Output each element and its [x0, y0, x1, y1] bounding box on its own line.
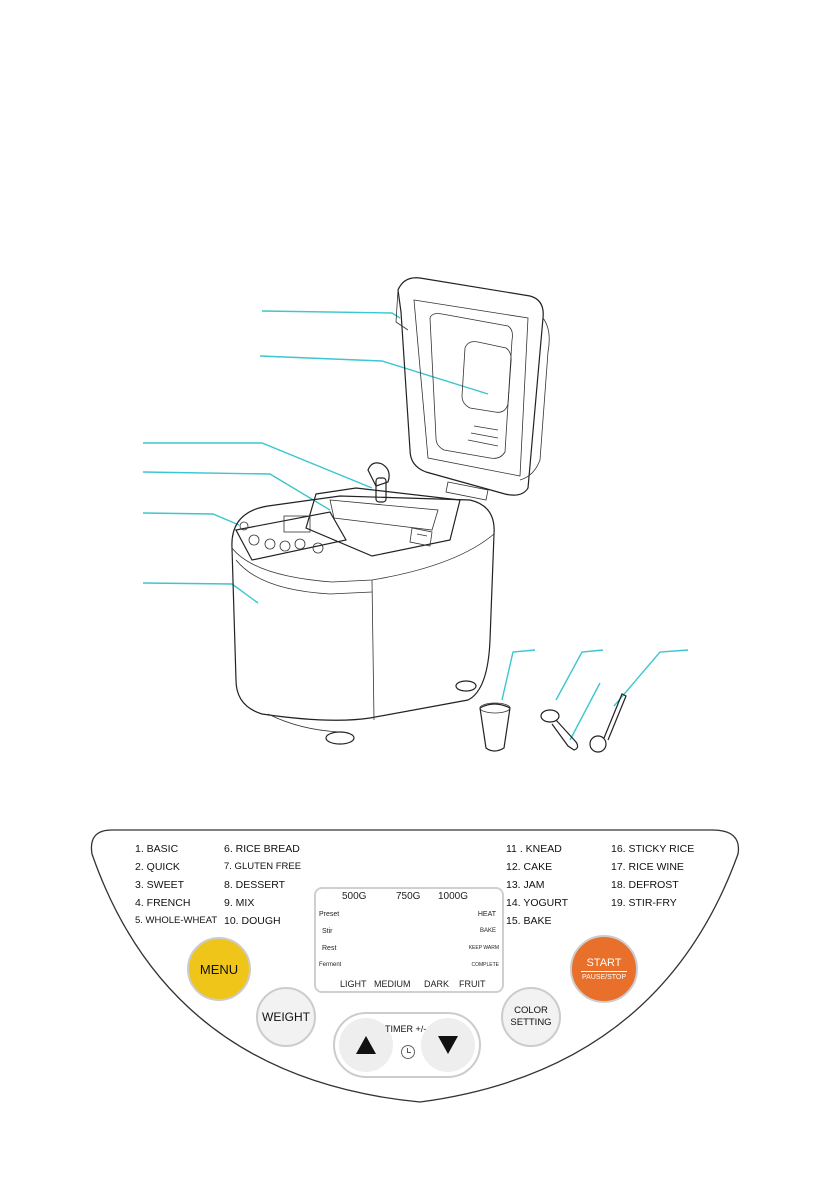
program-list-col1: 1. BASIC 2. QUICK 3. SWEET 4. FRENCH 5. …	[135, 840, 217, 930]
panel-on-machine	[235, 511, 347, 561]
callout-control-panel	[142, 512, 240, 526]
lcd-display: 500G 750G 1000G Preset Stir Rest Ferment…	[314, 887, 504, 993]
setting-label: SETTING	[510, 1017, 552, 1028]
callout-paddle-remover	[613, 649, 689, 707]
program-item: 15. BAKE	[506, 915, 552, 927]
weight-1000: 1000G	[438, 891, 469, 902]
weight-750: 750G	[396, 891, 421, 902]
kneading-paddle	[375, 477, 387, 503]
callout-measuring-spoon	[555, 649, 604, 701]
menu-button[interactable]: MENU	[187, 937, 251, 1001]
measuring-cup	[479, 702, 511, 752]
timer-control: TIMER +/-	[333, 1012, 481, 1078]
weight-label: WEIGHT	[262, 1010, 310, 1024]
crust-medium: MEDIUM	[374, 979, 411, 989]
program-item: 16. STICKY RICE	[611, 843, 695, 855]
start-label: START	[581, 957, 627, 972]
callout-housing	[142, 582, 259, 604]
program-item: 3. SWEET	[135, 879, 185, 891]
status-complete: COMPLETE	[471, 962, 499, 968]
program-item: 8. DESSERT	[224, 879, 286, 891]
status-ferment: Ferment	[319, 962, 342, 968]
control-panel-outline	[90, 829, 740, 1103]
paddle-remover-hook	[589, 693, 627, 753]
program-item: 10. DOUGH	[224, 915, 281, 927]
color-setting-button[interactable]: COLOR SETTING	[501, 987, 561, 1047]
triangle-down-icon	[438, 1036, 458, 1054]
menu-label: MENU	[199, 961, 239, 977]
color-label: COLOR	[514, 1005, 548, 1016]
program-item: 17. RICE WINE	[611, 861, 684, 873]
program-item: 13. JAM	[506, 879, 545, 891]
program-list-col3: 11 . KNEAD 12. CAKE 13. JAM 14. YOGURT 1…	[506, 840, 568, 930]
callout-hook	[569, 682, 601, 741]
bread-maker-illustration	[142, 277, 689, 753]
lid-window	[461, 341, 512, 413]
start-pause-stop-button[interactable]: START PAUSE/STOP	[570, 935, 638, 1003]
program-item: 7. GLUTEN FREE	[224, 861, 302, 872]
timer-label: TIMER +/-	[385, 1024, 427, 1034]
pause-stop-label: PAUSE/STOP	[581, 974, 627, 981]
timer-down-button[interactable]	[421, 1018, 475, 1072]
program-item: 6. RICE BREAD	[224, 843, 300, 855]
housing	[231, 495, 495, 745]
program-item: 9. MIX	[224, 897, 255, 909]
program-item: 1. BASIC	[135, 843, 179, 855]
crust-fruit: FRUIT	[459, 979, 486, 989]
lid	[395, 277, 550, 501]
status-bake: BAKE	[479, 928, 496, 934]
program-list-col4: 16. STICKY RICE 17. RICE WINE 18. DEFROS…	[611, 840, 694, 912]
program-item: 4. FRENCH	[135, 897, 191, 909]
callout-kneading-paddle	[143, 442, 373, 489]
program-item: 2. QUICK	[135, 861, 180, 873]
status-preset: Preset	[319, 911, 340, 918]
program-item: 5. WHOLE-WHEAT	[135, 915, 218, 926]
status-keep-warm: KEEP WARM	[468, 945, 499, 951]
status-stir: Stir	[322, 928, 333, 935]
triangle-up-icon	[356, 1036, 376, 1054]
callout-lines	[142, 310, 689, 741]
baking-pan	[305, 462, 461, 557]
program-item: 12. CAKE	[506, 861, 553, 873]
weight-500: 500G	[342, 891, 367, 902]
crust-dark: DARK	[424, 979, 450, 989]
measuring-spoon	[540, 709, 579, 751]
callout-baking-pan	[142, 471, 331, 511]
program-list-col2: 6. RICE BREAD 7. GLUTEN FREE 8. DESSERT …	[224, 840, 301, 930]
foot-left	[325, 731, 355, 745]
program-item: 18. DEFROST	[611, 879, 679, 891]
program-item: 11 . KNEAD	[506, 843, 562, 855]
foot-right	[455, 680, 477, 692]
status-rest: Rest	[322, 945, 337, 952]
crust-light: LIGHT	[340, 979, 367, 989]
weight-button[interactable]: WEIGHT	[256, 987, 316, 1047]
callout-measuring-cup	[501, 649, 536, 701]
program-item: 14. YOGURT	[506, 897, 569, 909]
callout-lid-handle	[261, 310, 401, 319]
program-item: 19. STIR-FRY	[611, 897, 677, 909]
status-heat: HEAT	[477, 911, 496, 918]
timer-up-button[interactable]	[339, 1018, 393, 1072]
callout-viewing-window	[259, 355, 489, 395]
clock-icon	[401, 1045, 415, 1059]
